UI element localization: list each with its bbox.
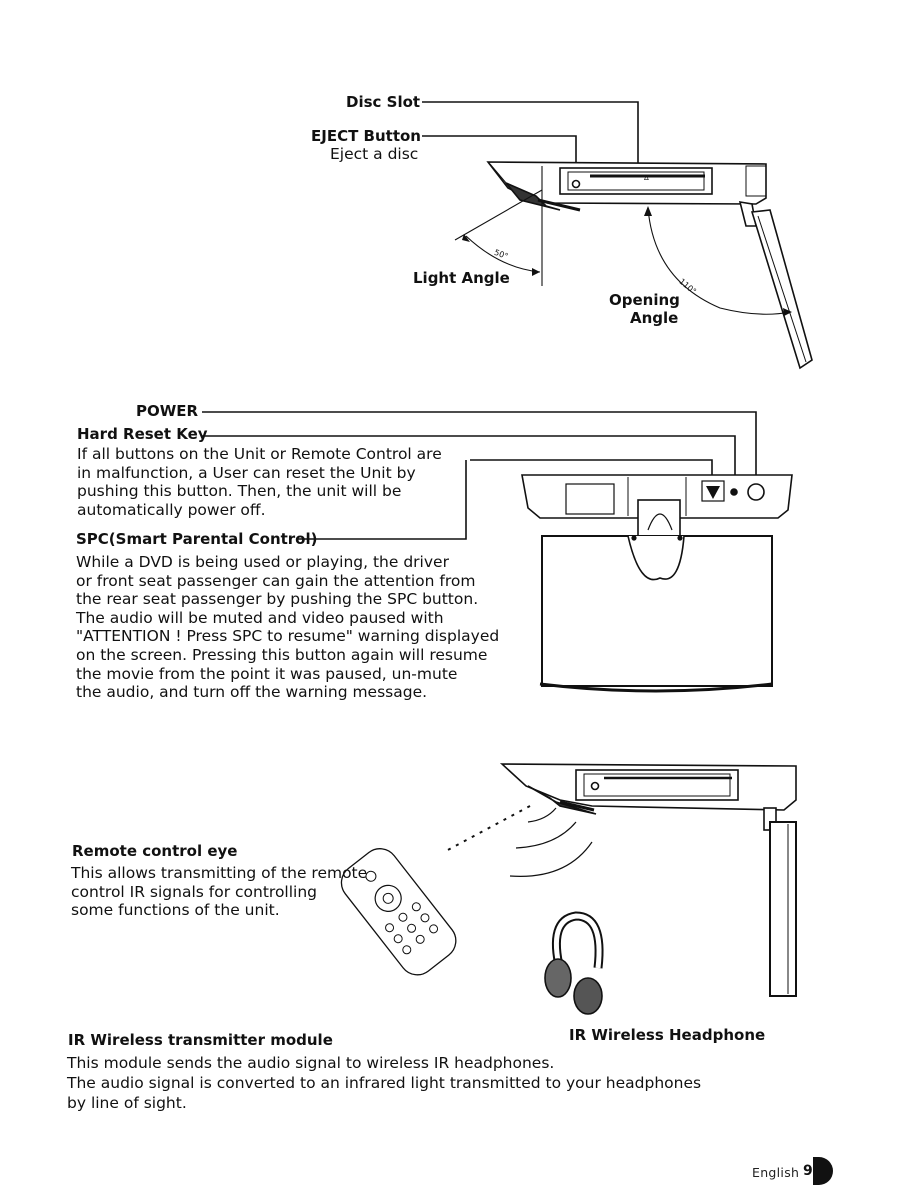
remote-eye-title: Remote control eye	[72, 842, 238, 860]
ir-module-line: by line of sight.	[67, 1094, 187, 1112]
power-label: POWER	[136, 402, 199, 420]
ir-module-title: IR Wireless transmitter module	[68, 1031, 333, 1049]
hard-reset-line: automatically power off.	[77, 500, 266, 519]
unit-front-view	[202, 411, 793, 693]
ir-module-description: This module sends the audio signal to wi…	[67, 1053, 701, 1113]
page-tab-marker	[813, 1157, 833, 1185]
hard-reset-line: in malfunction, a User can reset the Uni…	[77, 463, 416, 482]
footer-language: English	[752, 1165, 800, 1180]
remote-eye-line: control IR signals for controlling	[71, 882, 318, 901]
unit-side-view-top: Δ	[422, 101, 813, 370]
spc-line: or front seat passenger can gain the att…	[76, 571, 476, 590]
spc-line: on the screen. Pressing this button agai…	[76, 645, 488, 664]
svg-text:Δ: Δ	[644, 174, 649, 182]
spc-line: "ATTENTION ! Press SPC to resume" warnin…	[76, 627, 500, 646]
remote-eye-description: This allows transmitting of the remote c…	[71, 864, 367, 920]
page-number: 9	[803, 1163, 813, 1179]
hard-reset-line: pushing this button. Then, the unit will…	[77, 482, 402, 501]
spc-description: While a DVD is being used or playing, th…	[76, 553, 499, 702]
remote-eye-line: This allows transmitting of the remote	[71, 864, 368, 882]
opening-angle-label-line1: Opening	[609, 291, 680, 309]
spc-line: While a DVD is being used or playing, th…	[76, 553, 449, 571]
eject-description: Eject a disc	[330, 145, 419, 163]
eject-button-label: EJECT Button	[311, 127, 421, 145]
hard-reset-description: If all buttons on the Unit or Remote Con…	[77, 445, 442, 519]
spc-line: The audio will be muted and video paused…	[76, 608, 444, 627]
ir-module-line: The audio signal is converted to an infr…	[67, 1074, 702, 1092]
hard-reset-line: If all buttons on the Unit or Remote Con…	[77, 445, 442, 463]
disc-slot-label: Disc Slot	[346, 93, 421, 111]
light-angle-label: Light Angle	[413, 269, 510, 287]
headphone-label: IR Wireless Headphone	[569, 1026, 766, 1044]
spc-line: the movie from the point it was paused, …	[76, 664, 458, 683]
ir-module-line: This module sends the audio signal to wi…	[67, 1054, 555, 1072]
unit-side-view-bottom	[340, 763, 797, 1015]
remote-eye-line: some functions of the unit.	[71, 901, 280, 920]
spc-title: SPC(Smart Parental Control)	[76, 530, 318, 548]
spc-line: the audio, and turn off the warning mess…	[76, 683, 428, 702]
spc-line: the rear seat passenger by pushing the S…	[76, 590, 479, 609]
hard-reset-label: Hard Reset Key	[77, 425, 208, 443]
opening-angle-label-line2: Angle	[630, 309, 679, 327]
